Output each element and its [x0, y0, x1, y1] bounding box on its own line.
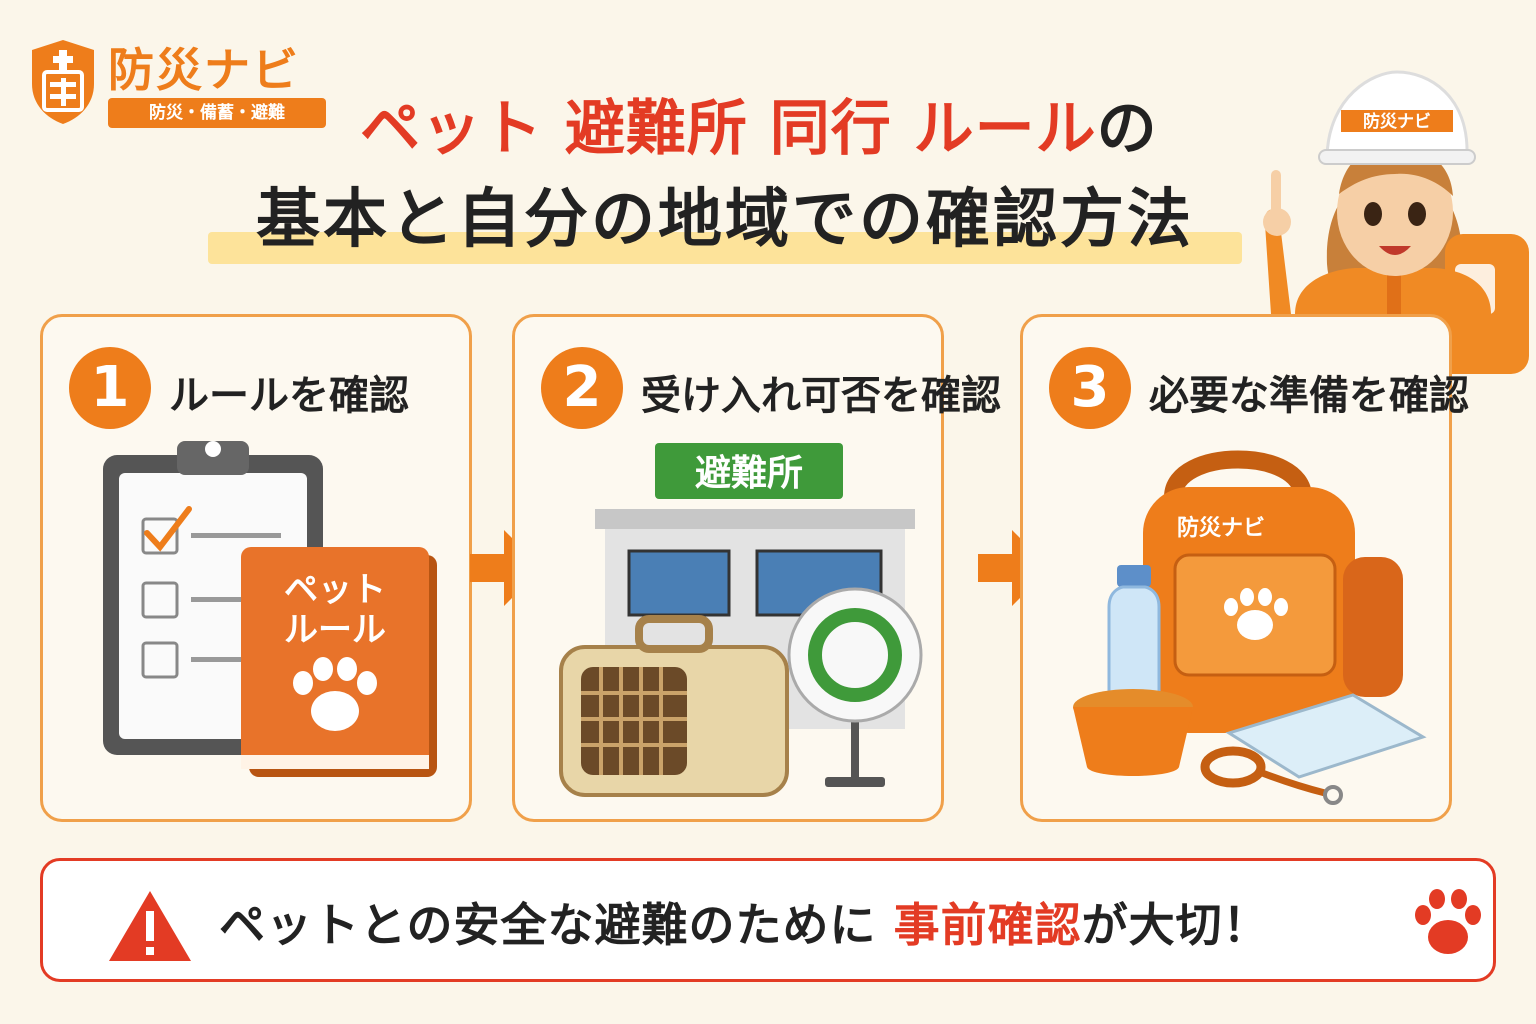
ok-circle-sign-icon [787, 587, 923, 787]
step-card-3: 3 必要な準備を確認 防災ナビ [1020, 314, 1469, 822]
step-number: 3 [1049, 347, 1131, 429]
notice-text-highlight: 事前確認 [893, 898, 1082, 952]
notice-text-pre: ペットとの安全な避難のために [219, 898, 894, 952]
shelter-sign: 避難所 [695, 453, 803, 494]
notice-text-post: が大切！ [1081, 898, 1270, 952]
backpack-text: 防災ナビ [1177, 516, 1265, 541]
step-label: 必要な準備を確認 [1149, 373, 1469, 419]
clipboard-checklist-icon: ペット ルール [103, 441, 437, 777]
warning-icon [109, 891, 191, 961]
brand-name: 防災ナビ [108, 43, 300, 97]
pet-sheet-icon [1225, 693, 1427, 779]
paw-icon [1415, 889, 1481, 954]
pet-rule-book-icon: ペット ルール [241, 547, 437, 777]
mascot-guide-icon: 防災ナビ [1263, 70, 1529, 374]
notice-text: ペットとの安全な避難のために 事前確認が大切！ [219, 889, 1270, 955]
pet-bowl-icon [1073, 689, 1193, 776]
step-card-1: 1 ルールを確認 ペット ルール [40, 314, 472, 822]
pet-carrier-icon [559, 615, 789, 797]
step-label: ルールを確認 [169, 373, 409, 419]
arrow-right-icon [978, 530, 1050, 606]
notice-banner: ペットとの安全な避難のために 事前確認が大切！ [40, 858, 1496, 982]
brand-logo: 防災ナビ 防災・備蓄・避難 [28, 34, 328, 134]
step-card-2: 2 受け入れ可否を確認 避難所 [512, 314, 1001, 822]
book-title-line1: ペット [284, 570, 386, 610]
page-title-line2: 基本と自分の地域での確認方法 [208, 168, 1242, 264]
leash-icon [1200, 746, 1343, 805]
title-subline: 基本と自分の地域での確認方法 [256, 183, 1194, 257]
book-title-line2: ルール [284, 610, 386, 650]
step-label: 受け入れ可否を確認 [641, 373, 1001, 419]
shield-icon [32, 40, 94, 124]
arrow-right-icon [470, 530, 542, 606]
title-main: ペット 避難所 同行 ルール [360, 94, 1097, 164]
step-number: 2 [541, 347, 623, 429]
title-highlight-bar [208, 232, 1242, 264]
step-number: 1 [69, 347, 151, 429]
page-title-line1: ペット 避難所 同行 ルールの [360, 80, 1280, 167]
shelter-building-icon: 避難所 [559, 443, 923, 797]
mascot-helmet-text: 防災ナビ [1363, 111, 1431, 132]
brand-tagline: 防災・備蓄・避難 [108, 98, 326, 128]
title-suffix: の [1096, 94, 1158, 164]
backpack-icon: 防災ナビ [1073, 450, 1427, 805]
